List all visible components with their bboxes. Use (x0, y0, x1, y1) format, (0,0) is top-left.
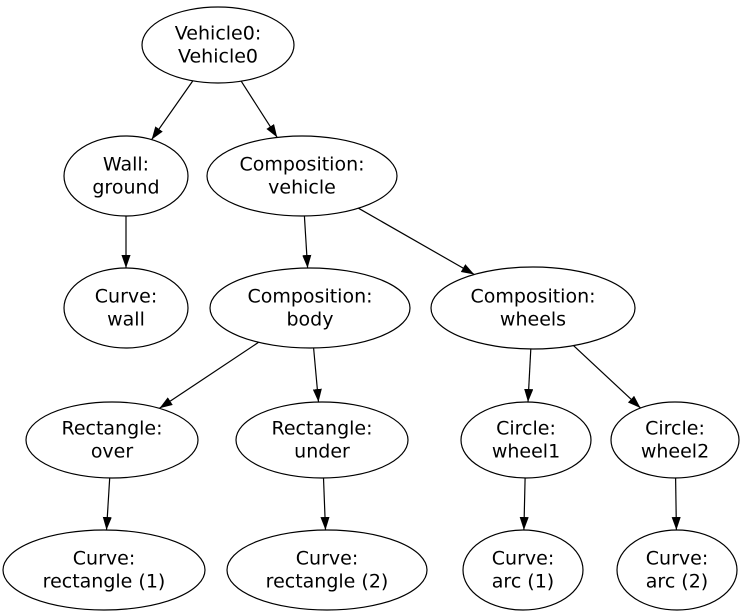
node-curve-wall: Curve:wall (63, 267, 189, 349)
node-label-line1: Composition: (247, 286, 372, 308)
edge-vehicle0-to-wall-ground (151, 80, 194, 140)
node-label-line1: Circle: (645, 418, 705, 440)
edge-composition-body-to-rectangle-under (312, 347, 322, 403)
node-ellipse (206, 135, 398, 217)
node-label-line2: rectangle (2) (266, 571, 389, 593)
node-label-line1: Composition: (239, 154, 364, 176)
node-ellipse (63, 135, 189, 217)
node-label-line2: vehicle (268, 177, 336, 199)
node-ellipse (226, 529, 428, 611)
node-label-line2: rectangle (1) (43, 571, 166, 593)
node-ellipse (235, 401, 409, 479)
node-label-line2: over (91, 441, 134, 463)
node-ellipse (430, 266, 636, 350)
node-ellipse (616, 529, 738, 611)
node-label-line2: wall (107, 309, 145, 331)
node-label-line1: Vehicle0: (175, 23, 261, 45)
edge-circle-wheel1-to-curve-arc-1 (519, 477, 529, 531)
node-ellipse (460, 401, 592, 479)
node-label-line1: Curve: (73, 548, 135, 570)
node-composition-body: Composition:body (209, 267, 411, 349)
node-label-line1: Curve: (95, 286, 157, 308)
node-ellipse (25, 401, 199, 479)
edge-rectangle-under-to-curve-rectangle-2 (320, 477, 330, 531)
node-label-line2: body (287, 309, 334, 331)
node-ellipse (462, 529, 584, 611)
node-label-line2: under (294, 441, 350, 463)
node-label-line1: Rectangle: (271, 418, 372, 440)
edge-composition-wheels-to-circle-wheel1 (524, 348, 534, 403)
node-label-line1: Wall: (103, 154, 149, 176)
node-rectangle-under: Rectangle:under (235, 401, 409, 479)
node-ellipse (141, 6, 295, 84)
edge-rectangle-over-to-curve-rectangle-1 (102, 477, 112, 531)
node-ellipse (63, 267, 189, 349)
node-rectangle-over: Rectangle:over (25, 401, 199, 479)
node-vehicle0: Vehicle0:Vehicle0 (141, 6, 295, 84)
edges-layer (102, 80, 681, 531)
node-label-line2: arc (1) (492, 571, 554, 593)
node-label-line1: Rectangle: (61, 418, 162, 440)
edge-composition-body-to-rectangle-over (159, 341, 259, 409)
edge-composition-wheels-to-circle-wheel2 (573, 345, 641, 409)
node-ellipse (209, 267, 411, 349)
node-wall-ground: Wall:ground (63, 135, 189, 217)
node-circle-wheel2: Circle:wheel2 (610, 401, 740, 479)
node-label-line2: arc (2) (646, 571, 708, 593)
node-curve-arc-1: Curve:arc (1) (462, 529, 584, 611)
edge-composition-vehicle-to-composition-body (302, 215, 312, 269)
node-circle-wheel1: Circle:wheel1 (460, 401, 592, 479)
edge-circle-wheel2-to-curve-arc-2 (671, 477, 681, 531)
node-curve-arc-2: Curve:arc (2) (616, 529, 738, 611)
node-label-line2: wheel2 (641, 441, 709, 463)
node-ellipse (2, 529, 206, 611)
node-label-line1: Composition: (470, 286, 595, 308)
node-label-line2: wheel1 (492, 441, 560, 463)
node-composition-wheels: Composition:wheels (430, 266, 636, 350)
node-label-line1: Curve: (646, 548, 708, 570)
edge-vehicle0-to-composition-vehicle (240, 80, 278, 138)
node-label-line2: ground (92, 177, 159, 199)
node-label-line1: Curve: (296, 548, 358, 570)
node-label-line1: Circle: (496, 418, 556, 440)
node-label-line2: wheels (500, 309, 566, 331)
nodes-layer: Vehicle0:Vehicle0Wall:groundComposition:… (2, 6, 740, 611)
edge-composition-vehicle-to-composition-wheels (358, 207, 475, 276)
node-curve-rectangle-2: Curve:rectangle (2) (226, 529, 428, 611)
node-curve-rectangle-1: Curve:rectangle (1) (2, 529, 206, 611)
node-ellipse (610, 401, 740, 479)
node-label-line2: Vehicle0 (178, 46, 258, 68)
node-composition-vehicle: Composition:vehicle (206, 135, 398, 217)
node-label-line1: Curve: (492, 548, 554, 570)
